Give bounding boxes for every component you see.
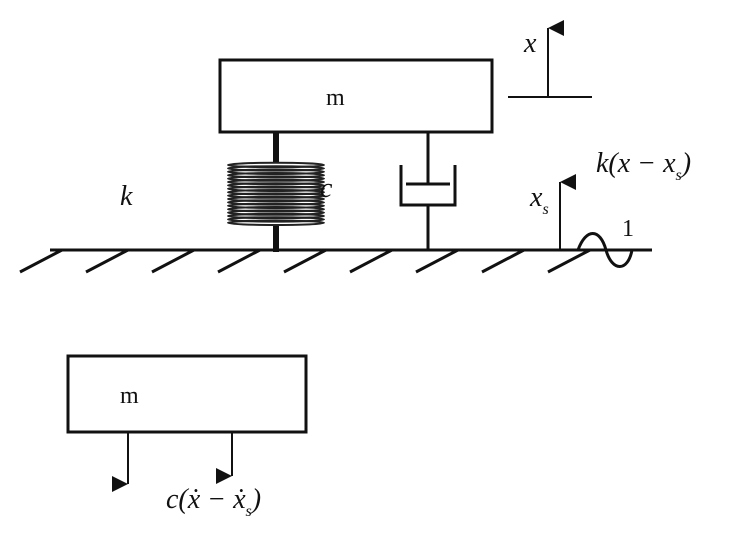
road-wave-label: 1 bbox=[622, 216, 634, 242]
spring-force-subscript: s bbox=[676, 167, 682, 184]
road-wave bbox=[576, 232, 634, 268]
ground-hatching bbox=[19, 248, 591, 274]
damper-force-subscript: s bbox=[246, 503, 252, 520]
xs-subscript: s bbox=[542, 201, 548, 218]
stiffness-label: k bbox=[120, 181, 133, 212]
ground-hatch-mark bbox=[19, 248, 63, 274]
bottom-mass-label: m bbox=[120, 383, 139, 409]
ground-hatch-mark bbox=[349, 248, 393, 274]
x-label: x bbox=[523, 28, 537, 59]
damping-label: c bbox=[320, 173, 333, 204]
bottom-mass-block bbox=[66, 354, 308, 434]
ground-hatch-mark bbox=[415, 248, 459, 274]
damper-force-label: c(ẋ − ẋs) bbox=[166, 484, 261, 520]
ground-hatch-mark bbox=[481, 248, 525, 274]
ground-hatch-mark bbox=[151, 248, 195, 274]
spring-coil bbox=[227, 161, 325, 227]
ground-hatch-mark bbox=[547, 248, 591, 274]
ground-hatch-mark bbox=[283, 248, 327, 274]
xs-label: xs bbox=[529, 182, 549, 218]
ground-hatch-mark bbox=[85, 248, 129, 274]
spring-force-label: k(x − xs) bbox=[596, 148, 691, 184]
spring-coil-turn bbox=[227, 219, 325, 227]
ground-hatch-mark bbox=[217, 248, 261, 274]
top-mass-label: m bbox=[326, 85, 345, 111]
top-mass-block bbox=[218, 58, 494, 134]
